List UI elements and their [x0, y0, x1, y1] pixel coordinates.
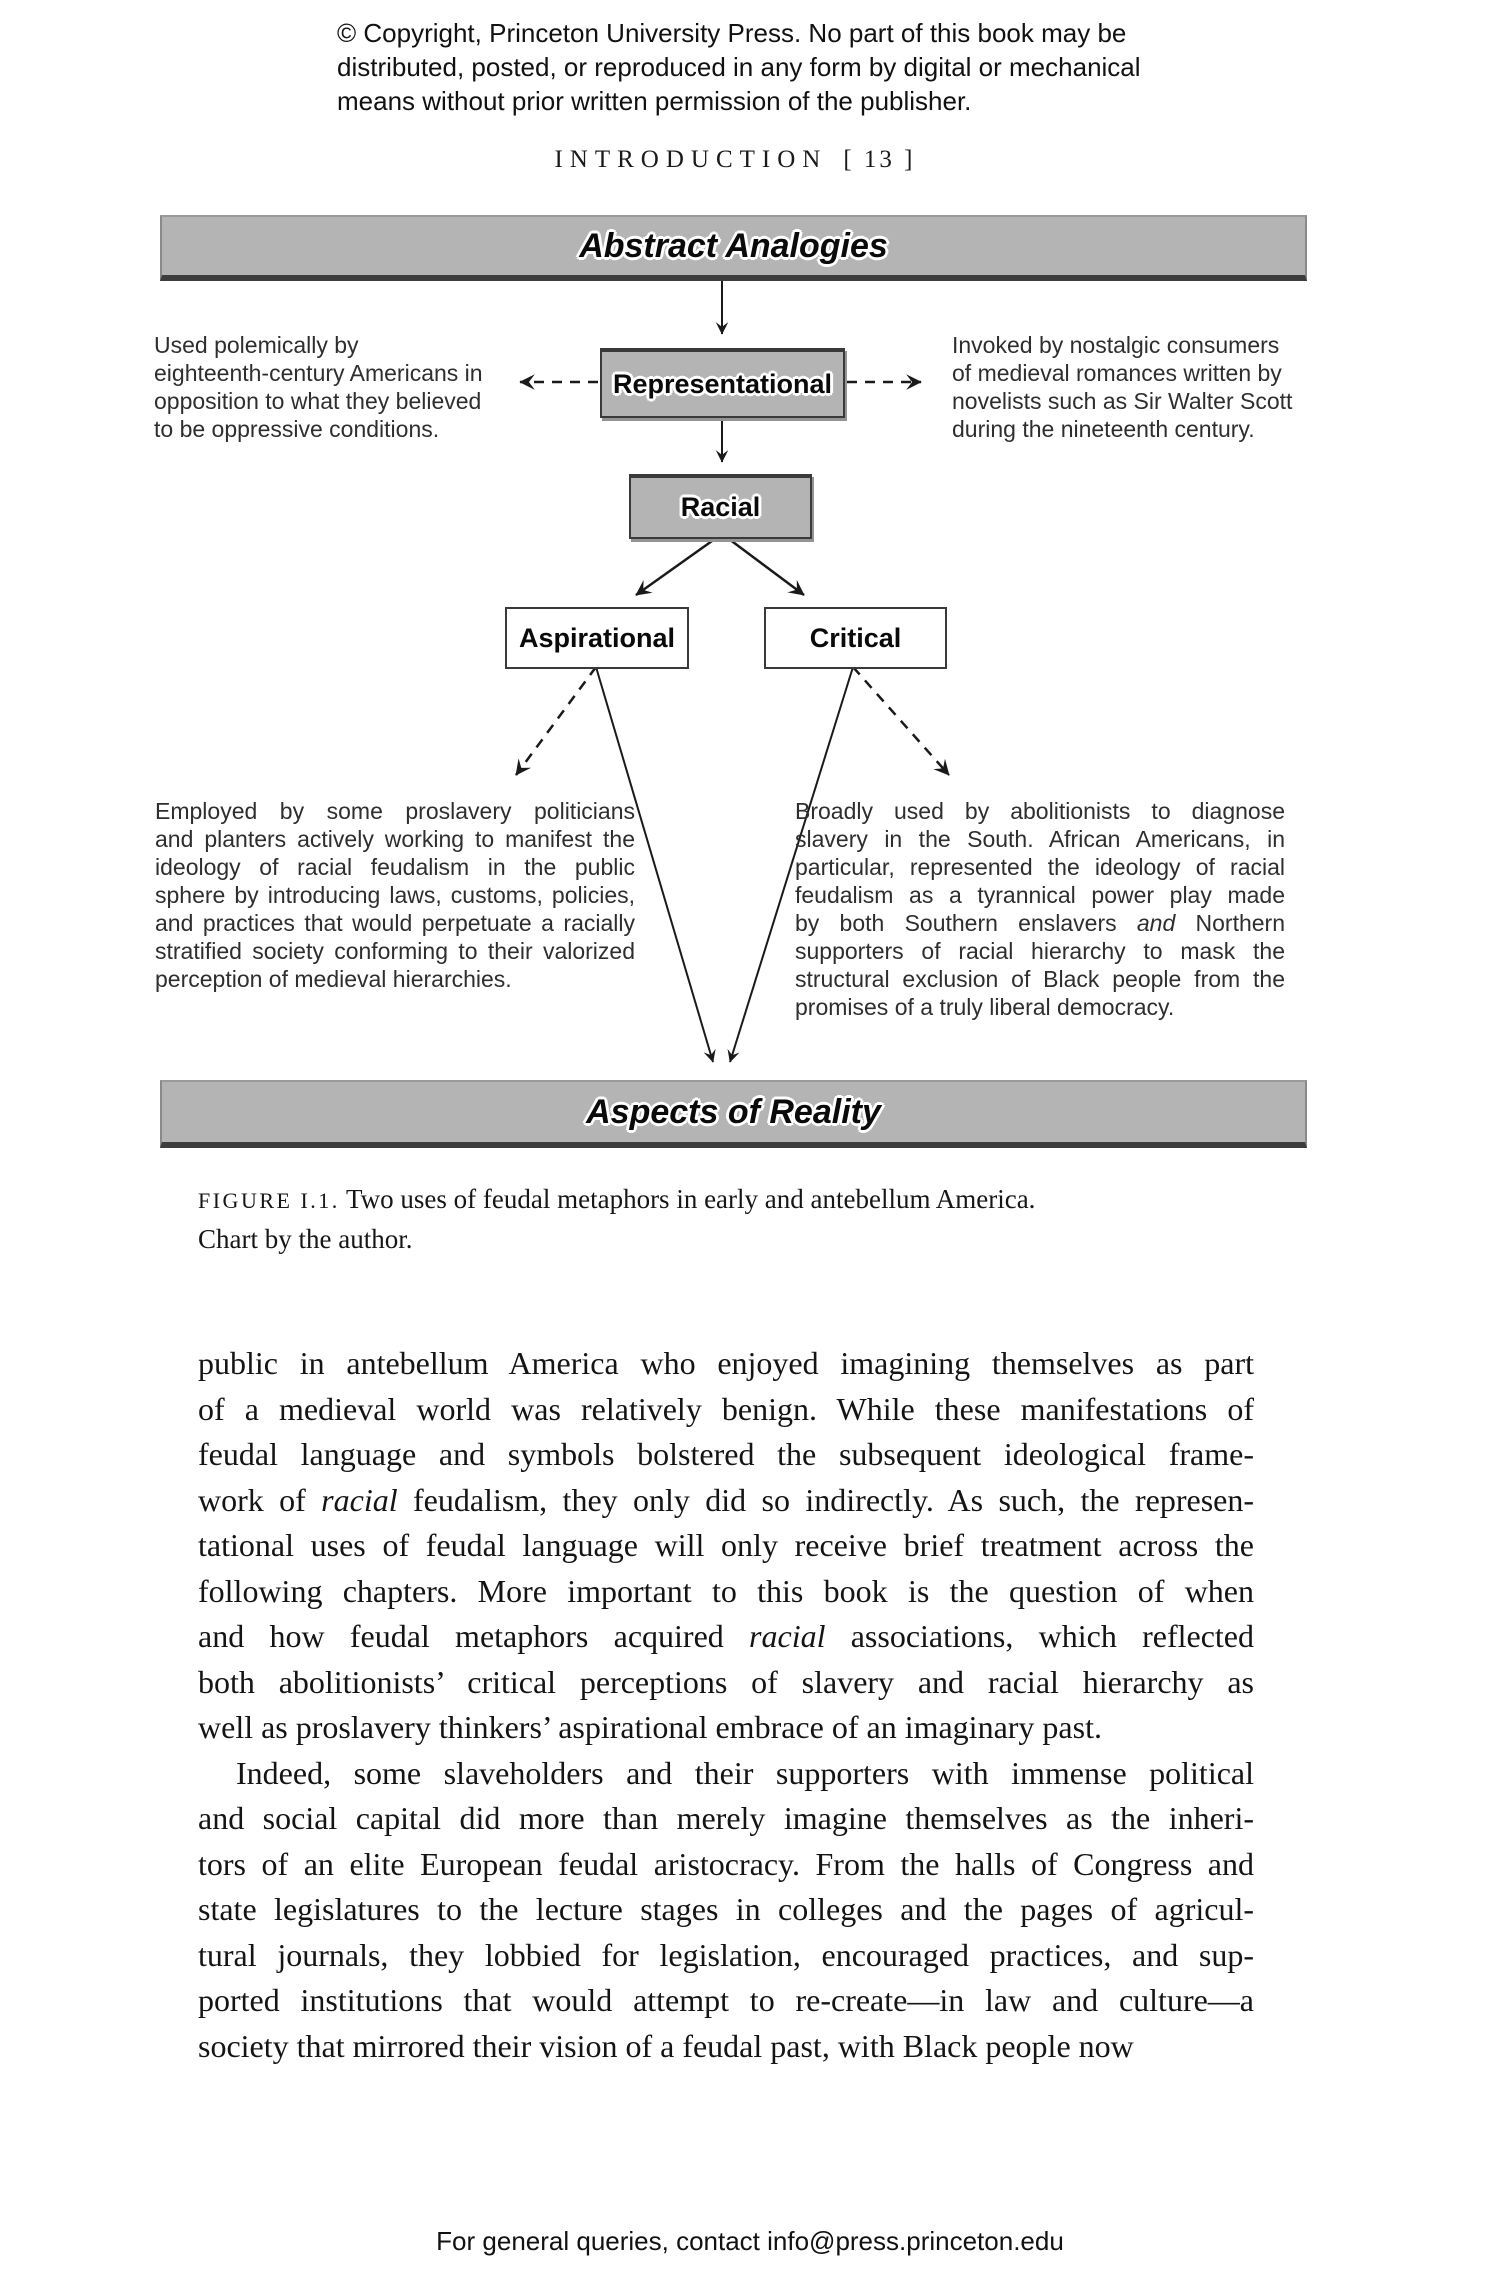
note-critical: Broadly used by abolitionists to diagnos…	[795, 798, 1285, 1020]
figure-label: FIGURE I.1.	[198, 1188, 340, 1213]
paragraph: public in antebellum America who enjoyed…	[198, 1345, 1255, 1745]
critical-label: Critical	[809, 622, 902, 653]
critical-box: Critical	[764, 607, 947, 669]
chapter-title: INTRODUCTION	[554, 146, 828, 173]
arrow-aspirational-dashed	[514, 666, 598, 776]
copyright-notice: © Copyright, Princeton University Press.…	[337, 18, 1141, 116]
aspirational-label: Aspirational	[518, 622, 676, 653]
running-head: INTRODUCTION [ 13 ]	[235, 146, 1235, 174]
racial-box: Racial	[629, 474, 812, 539]
abstract-analogies-label: Abstract Analogies	[579, 226, 888, 265]
caption-text: Two uses of feudal metaphors in early an…	[339, 1184, 1036, 1214]
footer-contact: For general queries, contact info@press.…	[436, 2226, 1064, 2256]
caption-line-2: Chart by the author.	[198, 1224, 413, 1254]
aspects-of-reality-banner: Aspects of Reality	[160, 1080, 1307, 1148]
racial-label: Racial	[680, 492, 761, 522]
body-text: public in antebellum America who enjoyed…	[198, 1341, 1254, 2069]
paragraph: Indeed, some slaveholders and their supp…	[198, 1754, 1254, 2064]
aspects-of-reality-label: Aspects of Reality	[586, 1092, 881, 1131]
figure-caption: FIGURE I.1. Two uses of feudal metaphors…	[198, 1180, 1268, 1258]
arrow-racial-to-aspirational	[635, 534, 720, 597]
representational-box: Representational	[600, 348, 845, 418]
arrow-racial-to-critical	[724, 534, 805, 597]
aspirational-box: Aspirational	[505, 607, 689, 669]
page-number: [ 13 ]	[843, 146, 916, 173]
abstract-analogies-banner: Abstract Analogies	[160, 215, 1307, 281]
representational-label: Representational	[612, 368, 833, 399]
caption-line-1: FIGURE I.1. Two uses of feudal metaphors…	[198, 1180, 1268, 1220]
arrow-critical-dashed	[852, 666, 950, 776]
